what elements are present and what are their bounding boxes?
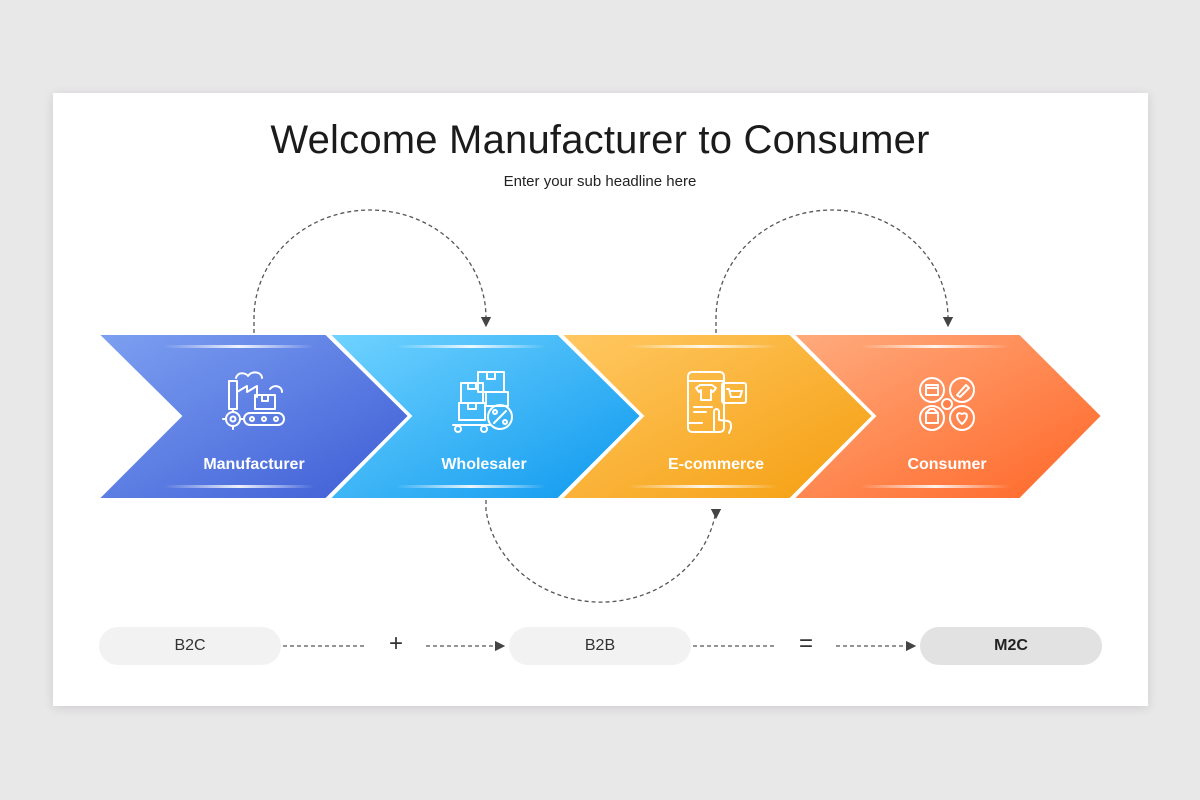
equals-sign: = xyxy=(798,630,813,657)
plus-sign: + xyxy=(388,630,403,657)
consumer-needs-icon xyxy=(919,377,975,431)
arc-manufacturer-to-wholesaler xyxy=(253,209,492,333)
arc-wholesaler-to-ecommerce xyxy=(485,500,722,603)
m2c-pill: M2C xyxy=(920,627,1102,665)
boxes-discount-icon xyxy=(452,371,513,433)
chevron-consumer xyxy=(790,333,1104,500)
stage-label-ecommerce: E-commerce xyxy=(667,456,765,473)
b2c-pill: B2C xyxy=(99,627,281,665)
stage-label-manufacturer: Manufacturer xyxy=(203,456,305,473)
factory-icon xyxy=(222,371,285,430)
b2b-pill: B2B xyxy=(509,627,691,665)
chevron-ecommerce xyxy=(558,333,875,500)
arc-ecommerce-to-consumer xyxy=(715,209,954,333)
page-title: Welcome Manufacturer to Consumer xyxy=(270,118,930,162)
stage-label-wholesaler: Wholesaler xyxy=(441,456,527,473)
page-subtitle: Enter your sub headline here xyxy=(503,173,697,190)
stage-label-consumer: Consumer xyxy=(907,456,987,473)
mobile-shop-icon xyxy=(687,371,747,434)
